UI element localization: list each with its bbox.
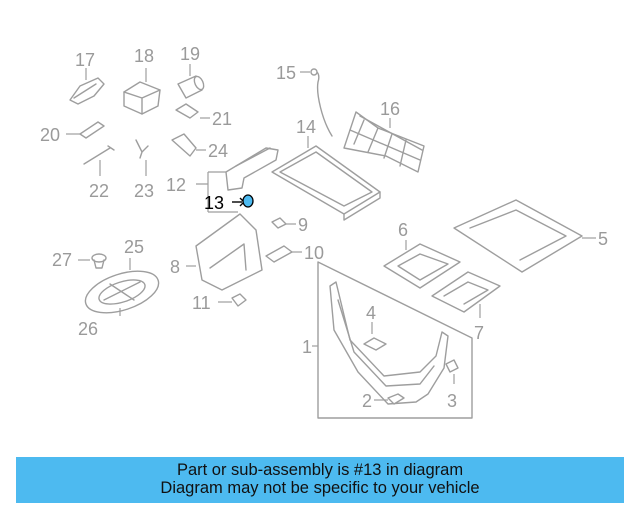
callout-16: 16 (380, 99, 400, 119)
callout-25: 25 (124, 237, 144, 257)
callout-4: 4 (366, 303, 376, 323)
banner-line-2: Diagram may not be specific to your vehi… (160, 479, 480, 497)
part-1-assembly-box (312, 261, 473, 419)
callout-8: 8 (170, 257, 180, 277)
part-15-cable (300, 68, 333, 137)
callout-11: 11 (192, 293, 211, 313)
part-18-module (123, 68, 161, 115)
part-13-clip (232, 194, 254, 208)
part-8-panel (186, 213, 263, 291)
callout-20: 20 (40, 125, 60, 145)
callout-6: 6 (398, 220, 408, 240)
part-20-rod (66, 121, 105, 139)
part-23-hook (135, 139, 149, 176)
callout-17: 17 (75, 50, 95, 70)
callout-10: 10 (304, 243, 324, 263)
callout-22: 22 (89, 181, 109, 201)
callout-27: 27 (52, 250, 72, 270)
part-2-clip (374, 393, 405, 405)
part-3-clip (445, 359, 459, 384)
part-10-plate (265, 245, 302, 263)
callout-14: 14 (296, 117, 316, 137)
callout-24: 24 (208, 141, 228, 161)
callout-19: 19 (180, 44, 200, 64)
callout-18: 18 (134, 46, 154, 66)
callout-7: 7 (474, 323, 484, 343)
callout-5: 5 (598, 229, 608, 249)
callout-13: 13 (204, 193, 224, 213)
part-27-nut (78, 253, 107, 269)
callout-12: 12 (166, 175, 186, 195)
banner-line-1: Part or sub-assembly is #13 in diagram (176, 461, 464, 479)
part-5-mat (453, 199, 596, 273)
part-22-rod (83, 145, 115, 176)
info-banner: Part or sub-assembly is #13 in diagram D… (16, 457, 624, 503)
callout-9: 9 (298, 215, 308, 235)
part-17-bracket (69, 68, 105, 105)
callout-26: 26 (78, 319, 98, 339)
part-12-bracket (196, 147, 279, 213)
callout-2: 2 (362, 391, 372, 411)
callout-1: 1 (302, 337, 312, 357)
callout-23: 23 (134, 181, 154, 201)
part-7-tray (431, 271, 501, 318)
part-6-tray (383, 240, 461, 289)
part-9-clip (271, 217, 296, 229)
part-4-clip (363, 322, 387, 351)
part-11-bolt (218, 293, 247, 307)
part-19-cylinder (177, 64, 205, 99)
part-21-clip (175, 103, 210, 119)
part-25-tray (84, 258, 160, 314)
callout-15: 15 (276, 63, 296, 83)
part-16-net (343, 111, 425, 173)
part-14-shelf (271, 136, 381, 221)
callout-3: 3 (447, 391, 457, 411)
callout-21: 21 (212, 109, 232, 129)
part-24-bracket (171, 133, 206, 157)
parts-diagram: 17 18 19 21 20 22 23 24 (40, 44, 608, 419)
